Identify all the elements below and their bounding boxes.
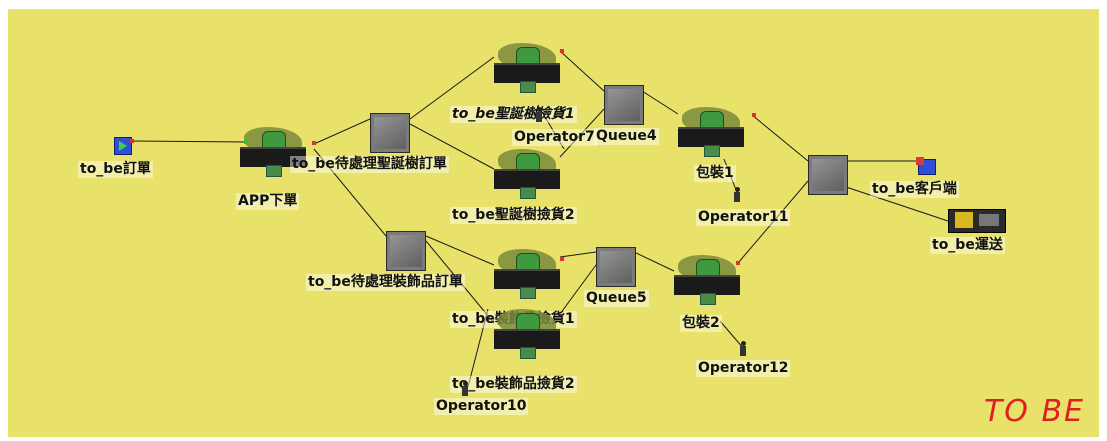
transporter-fork — [979, 214, 999, 226]
link-queue-deco-pick1 — [425, 235, 495, 266]
operator10-label: Operator10 — [434, 398, 529, 415]
processor-base — [704, 145, 720, 157]
pick-deco1-processor[interactable] — [494, 249, 560, 307]
processor-base — [266, 165, 282, 177]
connection-layer — [131, 50, 949, 388]
operator12-icon[interactable] — [738, 341, 748, 357]
link-queue5-pack2 — [633, 251, 675, 272]
transport-label: to_be運送 — [930, 237, 1005, 254]
link-app-queue-deco — [313, 148, 387, 237]
link-pick2-queue4 — [559, 108, 605, 158]
link-app-queue-tree — [313, 118, 371, 145]
queue-tree[interactable] — [370, 113, 410, 153]
processor-belt — [240, 147, 306, 167]
processor-belt — [494, 269, 560, 289]
transporter-cab — [955, 212, 973, 228]
queue-tree-label: to_be待處理聖誕樹訂單 — [290, 156, 449, 173]
operator11-icon[interactable] — [732, 187, 742, 203]
sink-label: to_be客戶端 — [870, 181, 959, 198]
port-in — [244, 140, 248, 144]
port-out — [130, 139, 134, 143]
port-out — [560, 49, 564, 53]
port-out — [560, 257, 564, 261]
pick-tree1-processor[interactable] — [494, 43, 560, 101]
processor-base — [520, 187, 536, 199]
to-be-watermark: TO BE — [983, 394, 1085, 429]
app-processor[interactable] — [240, 127, 306, 185]
link-queue-final-transport — [845, 186, 949, 222]
model-view[interactable]: to_be訂單 APP下單 to_be待處理聖誕樹訂單 to_be待處理裝飾品訂… — [8, 9, 1099, 437]
queue-deco[interactable] — [386, 231, 426, 271]
link-op12 — [719, 320, 745, 350]
processor-base — [520, 347, 536, 359]
link-pick1-queue4 — [559, 50, 605, 92]
processor-belt — [494, 63, 560, 83]
processor-base — [520, 287, 536, 299]
queue-deco-label: to_be待處理裝飾品訂單 — [306, 274, 465, 291]
processor-base — [520, 81, 536, 93]
link-queue4-pack1 — [641, 90, 679, 115]
queue4-label: Queue4 — [594, 128, 659, 145]
operator10-icon[interactable] — [460, 381, 470, 397]
link-queue-deco-pick2 — [425, 240, 495, 324]
pick-tree2-label: to_be聖誕樹撿貨2 — [450, 207, 577, 224]
processor-belt — [678, 127, 744, 147]
pick-tree2-processor[interactable] — [494, 149, 560, 207]
operator11-label: Operator11 — [696, 209, 791, 226]
operator7-icon[interactable] — [534, 107, 544, 123]
queue5[interactable] — [596, 247, 636, 287]
port-out — [736, 261, 740, 265]
processor-belt — [494, 329, 560, 349]
link-queue-tree-pick1 — [409, 56, 495, 120]
pack2-processor[interactable] — [674, 255, 740, 313]
queue5-label: Queue5 — [584, 290, 649, 307]
link-op7 — [537, 104, 565, 150]
queue-final[interactable] — [808, 155, 848, 195]
pack1-label: 包裝1 — [694, 165, 736, 182]
sink-icon[interactable] — [916, 157, 936, 175]
port-out — [752, 113, 756, 117]
processor-belt — [494, 169, 560, 189]
pick-deco2-label: to_be裝飾品撿貨2 — [450, 376, 577, 393]
pick-deco2-processor[interactable] — [494, 309, 560, 367]
link-queue-tree-pick2 — [409, 123, 495, 170]
pack2-label: 包裝2 — [680, 315, 722, 332]
operator12-label: Operator12 — [696, 360, 791, 377]
pack1-processor[interactable] — [678, 107, 744, 165]
source-label: to_be訂單 — [78, 161, 153, 178]
link-deco1-queue5 — [559, 251, 597, 258]
operator7-label: Operator7 — [512, 129, 597, 146]
processor-belt — [674, 275, 740, 295]
processor-base — [700, 293, 716, 305]
pick-tree1-label: to_be聖誕樹撿貨1 — [450, 106, 577, 123]
port-out — [312, 141, 316, 145]
link-deco2-queue5 — [559, 264, 597, 315]
link-pack2-queue-final — [737, 180, 809, 264]
link-pack1-queue-final — [751, 114, 809, 162]
queue4[interactable] — [604, 85, 644, 125]
link-source-app — [131, 140, 249, 143]
source-icon[interactable] — [114, 137, 132, 155]
link-op10 — [467, 308, 489, 388]
app-label: APP下單 — [236, 193, 300, 210]
transporter-icon[interactable] — [948, 209, 1006, 233]
